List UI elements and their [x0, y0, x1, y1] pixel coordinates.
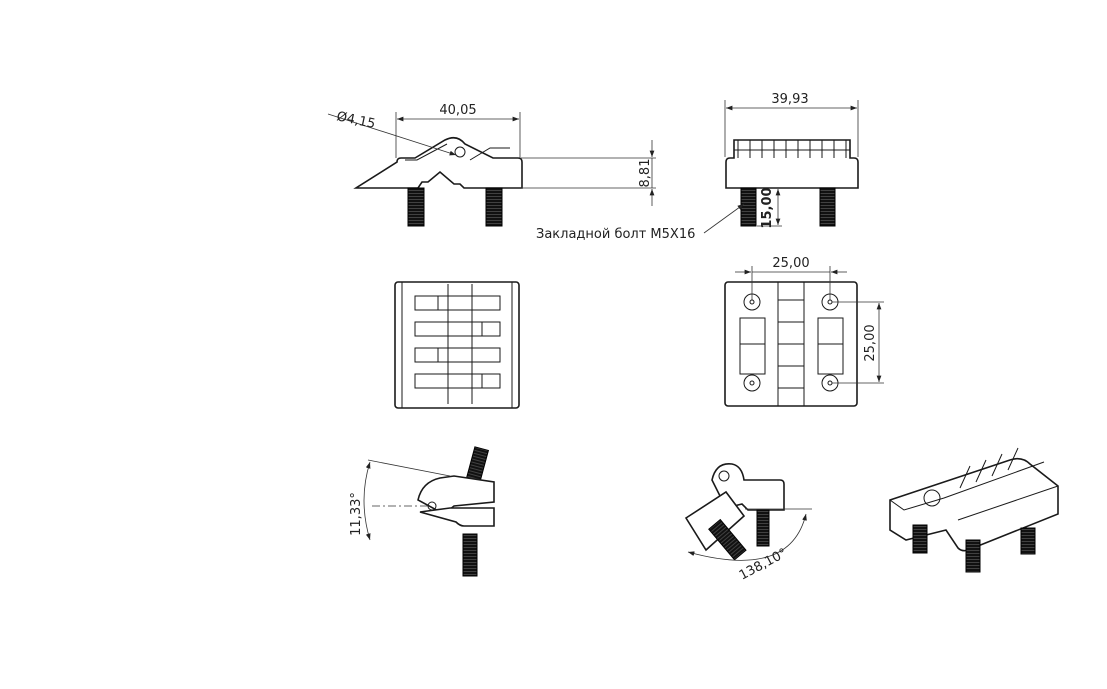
top-view — [394, 281, 520, 409]
tilted-view: 11,33° — [349, 446, 495, 577]
hole-spacing-x-dimension: 25,00 — [772, 256, 809, 271]
bolt — [965, 539, 981, 573]
bolt-callout: Закладной болт M5X16 — [536, 227, 695, 242]
isometric-view — [889, 447, 1059, 573]
bolt-length-dimension: 15,00 — [760, 187, 775, 228]
height-dimension: 8,81 — [638, 159, 653, 188]
bolt — [740, 187, 757, 227]
bolt — [819, 187, 836, 227]
bolt — [407, 187, 425, 227]
bolt — [1020, 527, 1036, 555]
open-view: 138,10° — [684, 463, 812, 584]
hole-spacing-y-dimension: 25,00 — [863, 324, 878, 361]
mounting-hole — [743, 374, 761, 392]
width-dimension: 39,93 — [771, 92, 808, 107]
width-dimension: 40,05 — [439, 103, 476, 118]
diameter-dimension: Ø4,15 — [335, 109, 376, 132]
tilt-angle-dimension: 11,33° — [349, 492, 364, 536]
front-view: 39,93 15,00 Закладной болт M5X16 — [536, 92, 859, 242]
bolt — [912, 524, 928, 554]
bottom-view: 25,00 25,00 — [724, 256, 884, 407]
bolt — [462, 533, 478, 577]
bolt — [756, 509, 770, 547]
side-view: 40,05 Ø4,15 8,81 — [327, 103, 656, 227]
bolt — [485, 187, 503, 227]
